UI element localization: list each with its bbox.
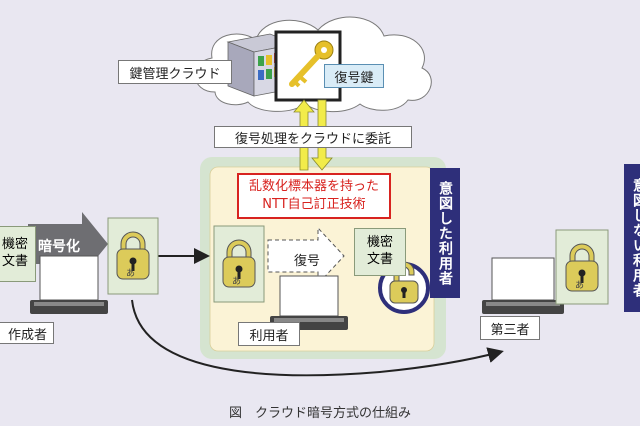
- delegate-label: 復号処理をクラウドに委託: [214, 126, 412, 148]
- tech-title-line1: 乱数化標本器を持った: [248, 179, 379, 194]
- tech-box: [237, 173, 391, 219]
- laptop-third: [482, 257, 564, 314]
- encrypted-doc-user: [213, 225, 265, 303]
- laptop-creator: [30, 255, 108, 314]
- lock-glyph-third: あ: [575, 281, 585, 291]
- encrypted-doc-third: [555, 229, 609, 305]
- user-plain-doc: 機密 文書: [354, 228, 406, 276]
- intended-user-label: 意図した利用者: [430, 168, 460, 298]
- creator-label: 作成者: [0, 322, 54, 344]
- tech-title-line2: NTT自己訂正技術: [262, 197, 366, 212]
- lock-glyph-creator: あ: [126, 269, 136, 279]
- key-icon: [289, 40, 334, 88]
- unlocked-lock-icon: [378, 261, 430, 314]
- figure-caption: 図 クラウド暗号方式の仕組み: [228, 406, 411, 421]
- unintended-user-label: 意図しない利用者: [624, 164, 640, 312]
- flow-arrow-to-third: [131, 299, 504, 377]
- decrypt-label: 復号: [294, 254, 321, 269]
- third-party-label: 第三者: [480, 316, 540, 340]
- cloud-label: 鍵管理クラウド: [118, 60, 232, 84]
- encrypted-doc-creator: [107, 217, 159, 295]
- decrypt-arrow: [267, 226, 345, 286]
- lock-glyph-user: あ: [232, 277, 242, 287]
- creator-plain-doc: 機密 文書: [0, 226, 36, 282]
- decryption-key-label: 復号鍵: [324, 64, 384, 88]
- user-label: 利用者: [238, 322, 300, 346]
- tech-label: 乱数化標本器を持った NTT自己訂正技術: [238, 178, 390, 214]
- encrypt-label: 暗号化: [38, 239, 80, 255]
